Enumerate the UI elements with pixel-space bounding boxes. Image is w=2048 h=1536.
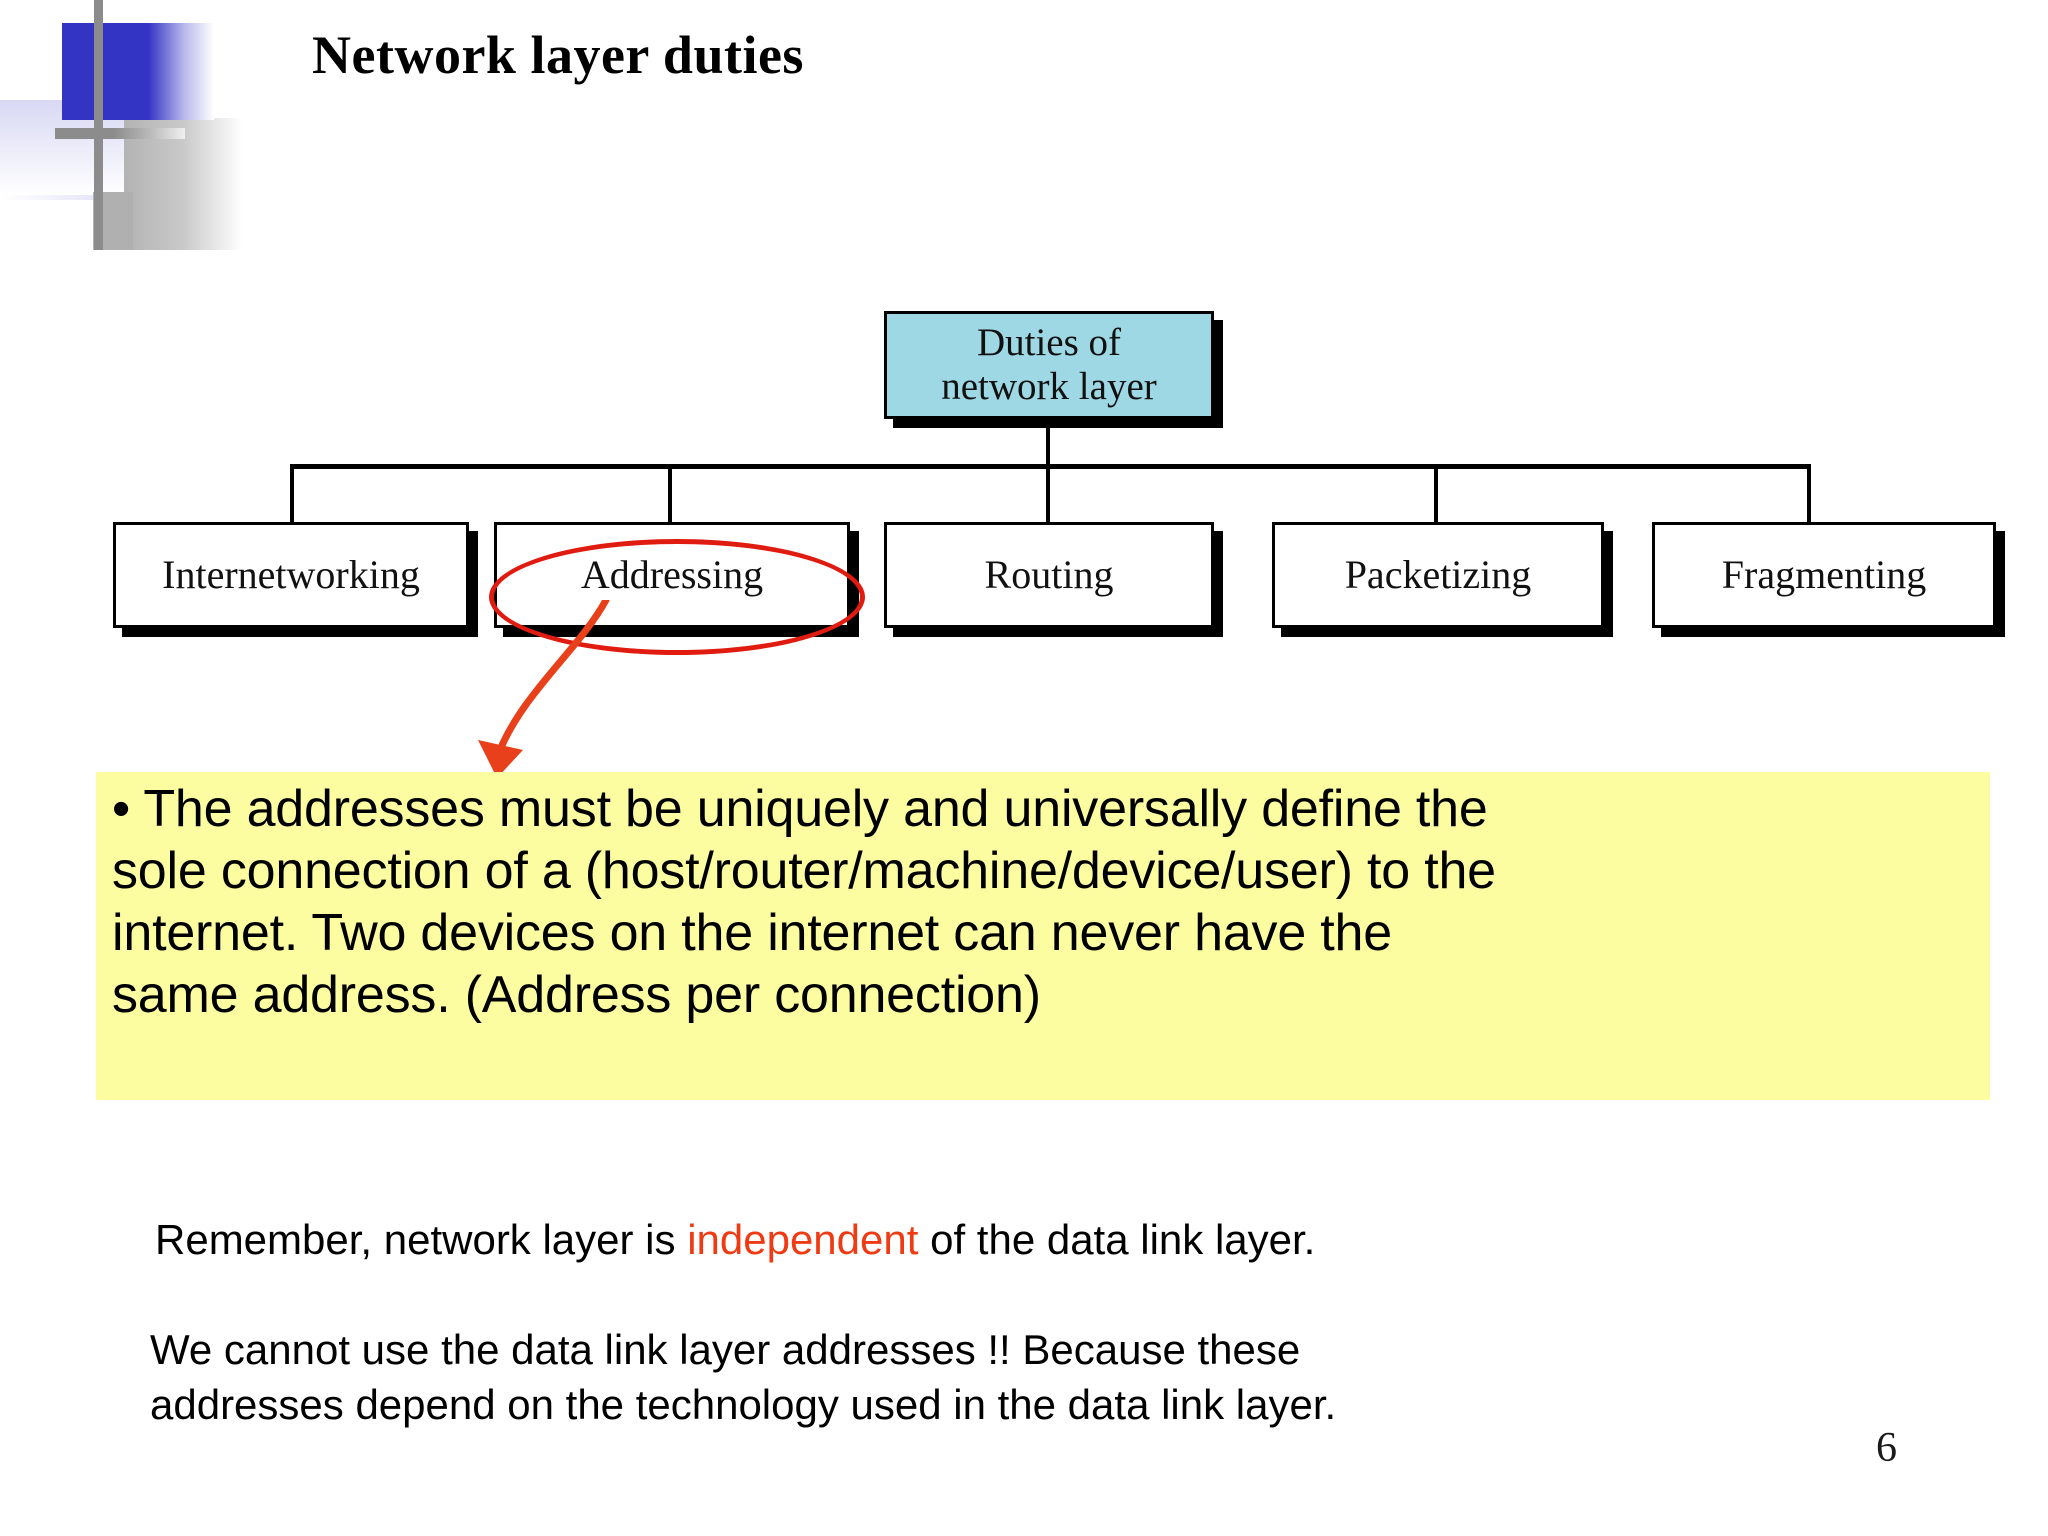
tree-node-label: Fragmenting	[1721, 551, 1927, 597]
logo-blue-square	[62, 23, 150, 120]
callout-highlight-background	[96, 772, 1990, 1100]
note-remember-highlight: independent	[687, 1216, 919, 1263]
tree-node-root-line2: network layer	[941, 365, 1157, 408]
tree-node-internetworking: Internetworking	[113, 522, 469, 628]
note-datalink-line-1: We cannot use the data link layer addres…	[150, 1326, 1301, 1373]
logo-vertical-line	[94, 0, 103, 250]
note-remember: Remember, network layer is independent o…	[155, 1212, 1315, 1267]
tree-node-root: Duties of network layer	[884, 311, 1214, 419]
note-datalink: We cannot use the data link layer addres…	[150, 1322, 1336, 1433]
connector-drop-1	[290, 464, 294, 522]
addressing-callout-arrow	[478, 600, 610, 778]
tree-node-fragmenting: Fragmenting	[1652, 522, 1996, 628]
callout-text: • The addresses must be uniquely and uni…	[112, 778, 1992, 1027]
logo-horizontal-bar	[55, 128, 185, 139]
addressing-highlight-ellipse	[489, 539, 865, 655]
tree-node-addressing: Addressing	[494, 522, 850, 628]
logo-blue-gradient	[148, 23, 214, 120]
tree-node-label: Addressing	[580, 551, 764, 597]
tree-node-label: Routing	[984, 551, 1114, 597]
note-remember-after: of the data link layer.	[918, 1216, 1316, 1263]
tree-node-packetizing: Packetizing	[1272, 522, 1604, 628]
connector-root-stem	[1046, 419, 1050, 467]
tree-node-routing: Routing	[884, 522, 1214, 628]
page-number: 6	[1876, 1425, 1897, 1471]
connector-drop-4	[1434, 464, 1438, 522]
connector-drop-5	[1807, 464, 1811, 522]
slide-decoration-logo	[0, 0, 260, 250]
note-remember-before: Remember, network layer is	[155, 1216, 688, 1263]
tree-node-label: Internetworking	[162, 551, 420, 597]
connector-drop-2	[668, 464, 672, 522]
callout-line-3: internet. Two devices on the internet ca…	[112, 904, 1392, 963]
callout-line-4: same address. (Address per connection)	[112, 966, 1041, 1025]
tree-node-label: Packetizing	[1344, 551, 1532, 597]
note-datalink-line-2: addresses depend on the technology used …	[150, 1381, 1337, 1429]
page-title: Network layer duties	[312, 25, 804, 85]
connector-drop-3	[1046, 464, 1050, 522]
callout-line-2: sole connection of a (host/router/machin…	[112, 842, 1496, 901]
callout-line-1: • The addresses must be uniquely and uni…	[112, 780, 1488, 838]
connector-horizontal-bus	[290, 464, 1811, 469]
tree-node-root-line1: Duties of	[976, 321, 1122, 365]
logo-gray-block	[124, 118, 242, 250]
